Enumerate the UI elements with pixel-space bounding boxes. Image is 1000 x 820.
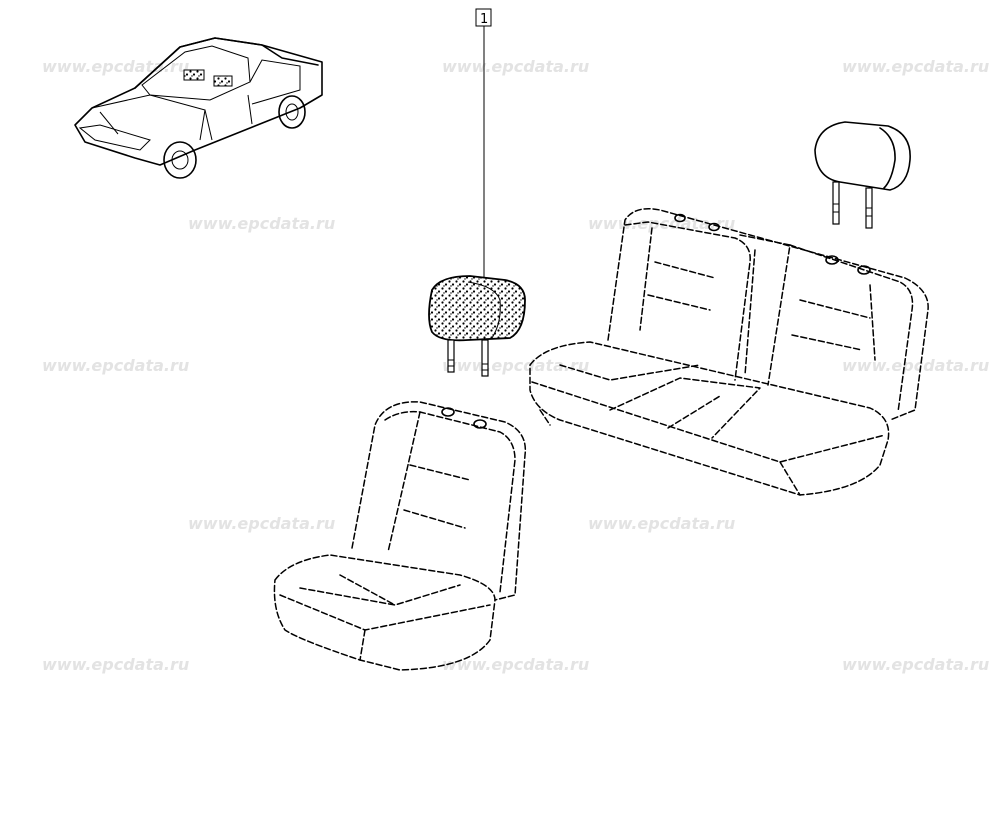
watermark-text: www.epcdata.ru bbox=[842, 57, 989, 76]
vehicle-overview-illustration bbox=[74, 37, 323, 179]
watermark-text: www.epcdata.ru bbox=[42, 57, 189, 76]
rear-headrest[interactable] bbox=[814, 121, 911, 229]
front-seat-outline bbox=[273, 401, 527, 671]
watermark-text: www.epcdata.ru bbox=[42, 655, 189, 674]
headrest-post bbox=[832, 181, 840, 225]
callout-1[interactable]: 1 bbox=[475, 8, 492, 285]
watermark-text: www.epcdata.ru bbox=[842, 655, 989, 674]
watermark-text: www.epcdata.ru bbox=[842, 356, 989, 375]
watermark-text: www.epcdata.ru bbox=[442, 655, 589, 674]
headrest-post bbox=[447, 339, 455, 373]
watermark-text: www.epcdata.ru bbox=[442, 356, 589, 375]
front-headrest[interactable] bbox=[428, 275, 526, 377]
watermark-text: www.epcdata.ru bbox=[42, 356, 189, 375]
headrest-post bbox=[481, 339, 489, 377]
watermark-text: www.epcdata.ru bbox=[588, 214, 735, 233]
callout-number: 1 bbox=[480, 12, 488, 27]
watermark-text: www.epcdata.ru bbox=[188, 214, 335, 233]
watermark-text: www.epcdata.ru bbox=[588, 514, 735, 533]
watermark-text: www.epcdata.ru bbox=[442, 57, 589, 76]
watermark-text: www.epcdata.ru bbox=[188, 514, 335, 533]
rear-bench-seat-outline bbox=[529, 208, 929, 496]
watermark-layer: www.epcdata.ru www.epcdata.ru www.epcdat… bbox=[42, 57, 989, 674]
